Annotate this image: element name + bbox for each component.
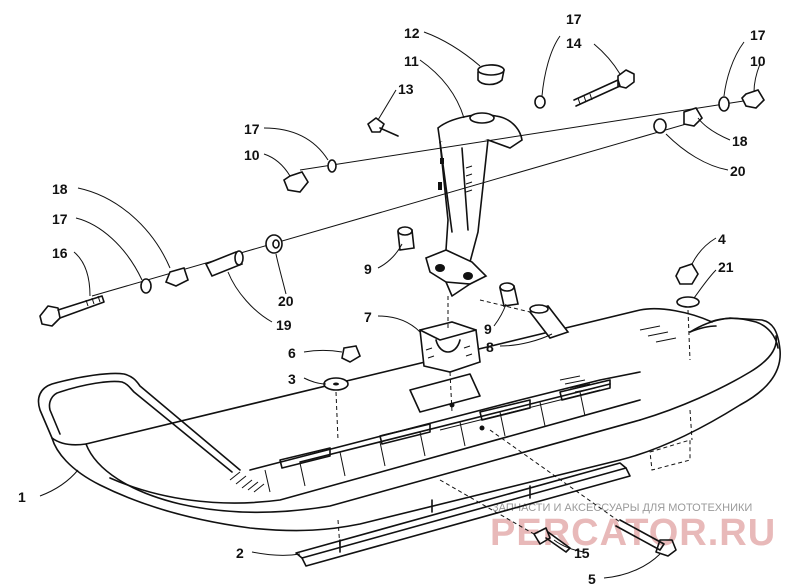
callout-9a: 9	[364, 261, 372, 277]
callout-labels: 1 2 3 4 5 6 7 8 9 9 10 10 11 12 13 14 15…	[18, 11, 766, 587]
callout-17d: 17	[750, 27, 766, 43]
ski-body	[51, 307, 781, 532]
callout-10a: 10	[244, 147, 260, 163]
callout-18a: 18	[52, 181, 68, 197]
callout-4: 4	[718, 231, 726, 247]
ski-handle-loop	[37, 372, 241, 473]
callout-17c: 17	[566, 11, 582, 27]
callout-17a: 17	[244, 121, 260, 137]
callout-7: 7	[364, 309, 372, 325]
spindle	[425, 112, 523, 297]
callout-5: 5	[588, 571, 596, 587]
callout-11: 11	[404, 53, 419, 69]
callout-20a: 20	[278, 293, 294, 309]
callout-15: 15	[574, 545, 590, 561]
callout-21: 21	[718, 259, 734, 275]
callout-17b: 17	[52, 211, 68, 227]
callout-19: 19	[276, 317, 292, 333]
upper-axle	[39, 64, 766, 327]
saddle-block	[419, 321, 481, 373]
watermark-tagline: ЗАПЧАСТИ И АКСЕССУАРЫ ДЛЯ МОТОТЕХНИКИ	[492, 502, 752, 514]
leader-lines	[39, 31, 761, 579]
callout-9b: 9	[484, 321, 492, 337]
wear-bar	[295, 462, 631, 567]
callout-2: 2	[236, 545, 244, 561]
callout-1: 1	[18, 489, 26, 505]
lower-bushings	[397, 226, 570, 339]
fastener-parts	[323, 263, 700, 557]
callout-8: 8	[486, 339, 494, 355]
callout-20b: 20	[730, 163, 746, 179]
callout-13: 13	[398, 81, 414, 97]
callout-16: 16	[52, 245, 68, 261]
callout-3: 3	[288, 371, 296, 387]
callout-12: 12	[404, 25, 420, 41]
callout-10b: 10	[750, 53, 766, 69]
callout-18b: 18	[732, 133, 748, 149]
callout-6: 6	[288, 345, 296, 361]
callout-14: 14	[566, 35, 582, 51]
